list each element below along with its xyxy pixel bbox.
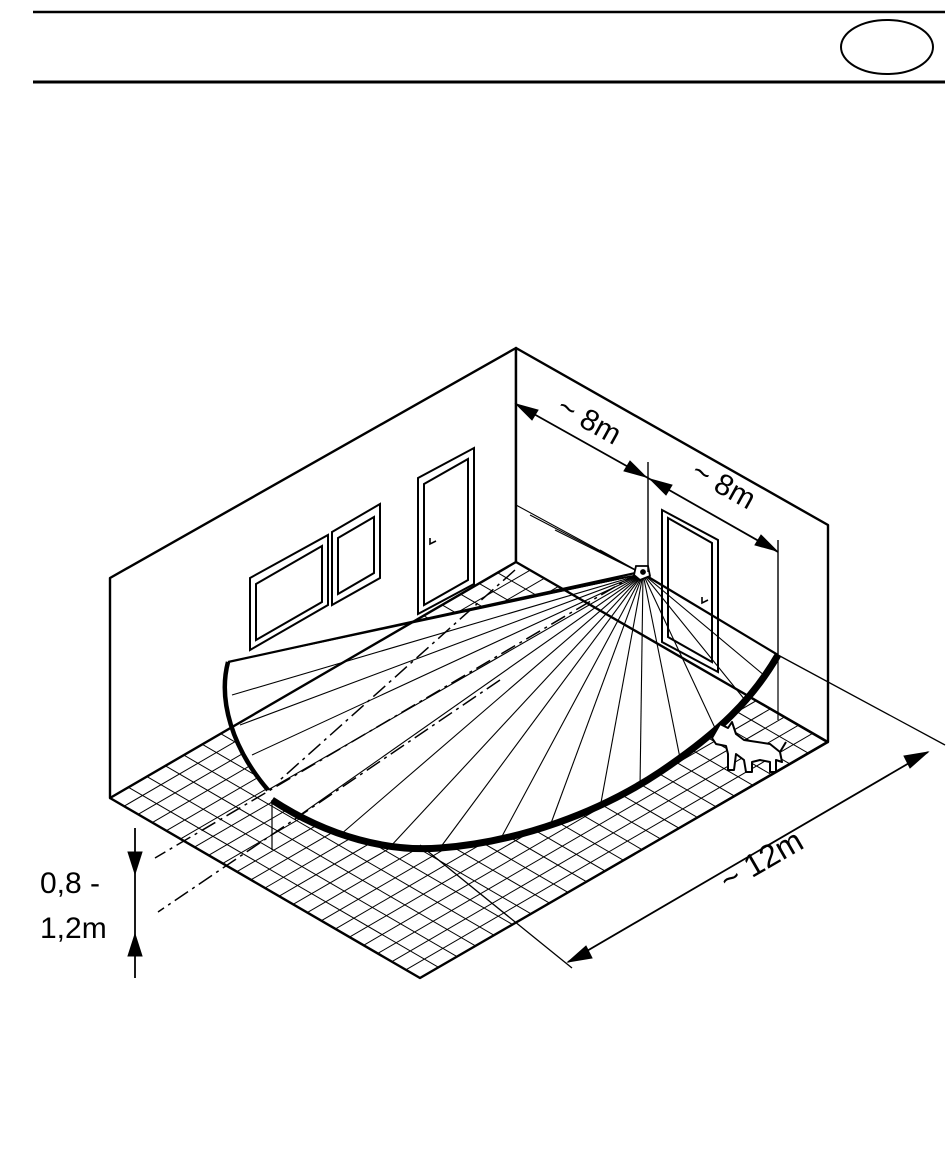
mount-height-line1: 0,8 - xyxy=(40,867,100,900)
language-badge xyxy=(841,20,933,74)
mount-height-line2: 1,2m xyxy=(40,912,107,945)
dimension-mount-height xyxy=(128,828,142,978)
range-total-label: ~ 12m xyxy=(713,822,809,898)
header xyxy=(33,12,945,82)
